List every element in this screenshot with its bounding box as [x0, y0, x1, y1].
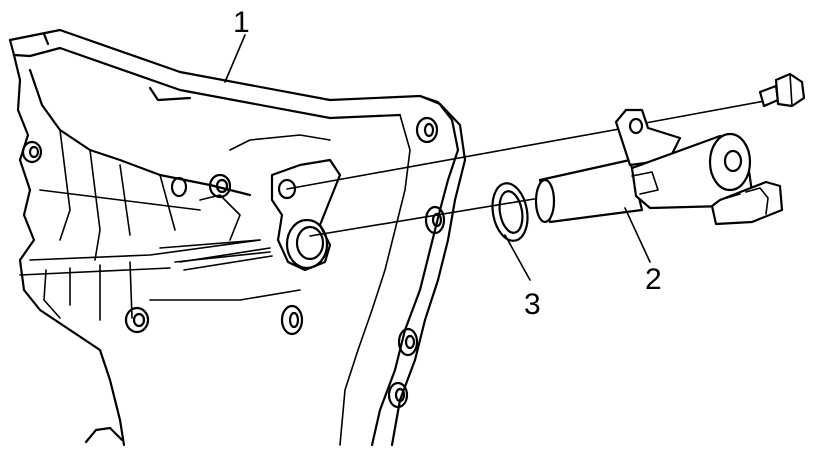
callout-label-2: 2: [645, 263, 662, 296]
assembly-alignment-lines: [286, 99, 771, 237]
callout-label-1: 1: [233, 6, 250, 39]
callout-leaders: [224, 34, 651, 281]
part-2-oil-control-valve: [534, 108, 784, 226]
part-3-o-ring: [491, 182, 529, 242]
part-1-cover-housing: [8, 28, 467, 447]
callout-label-3: 3: [524, 288, 541, 321]
mounting-bolt: [758, 72, 806, 108]
